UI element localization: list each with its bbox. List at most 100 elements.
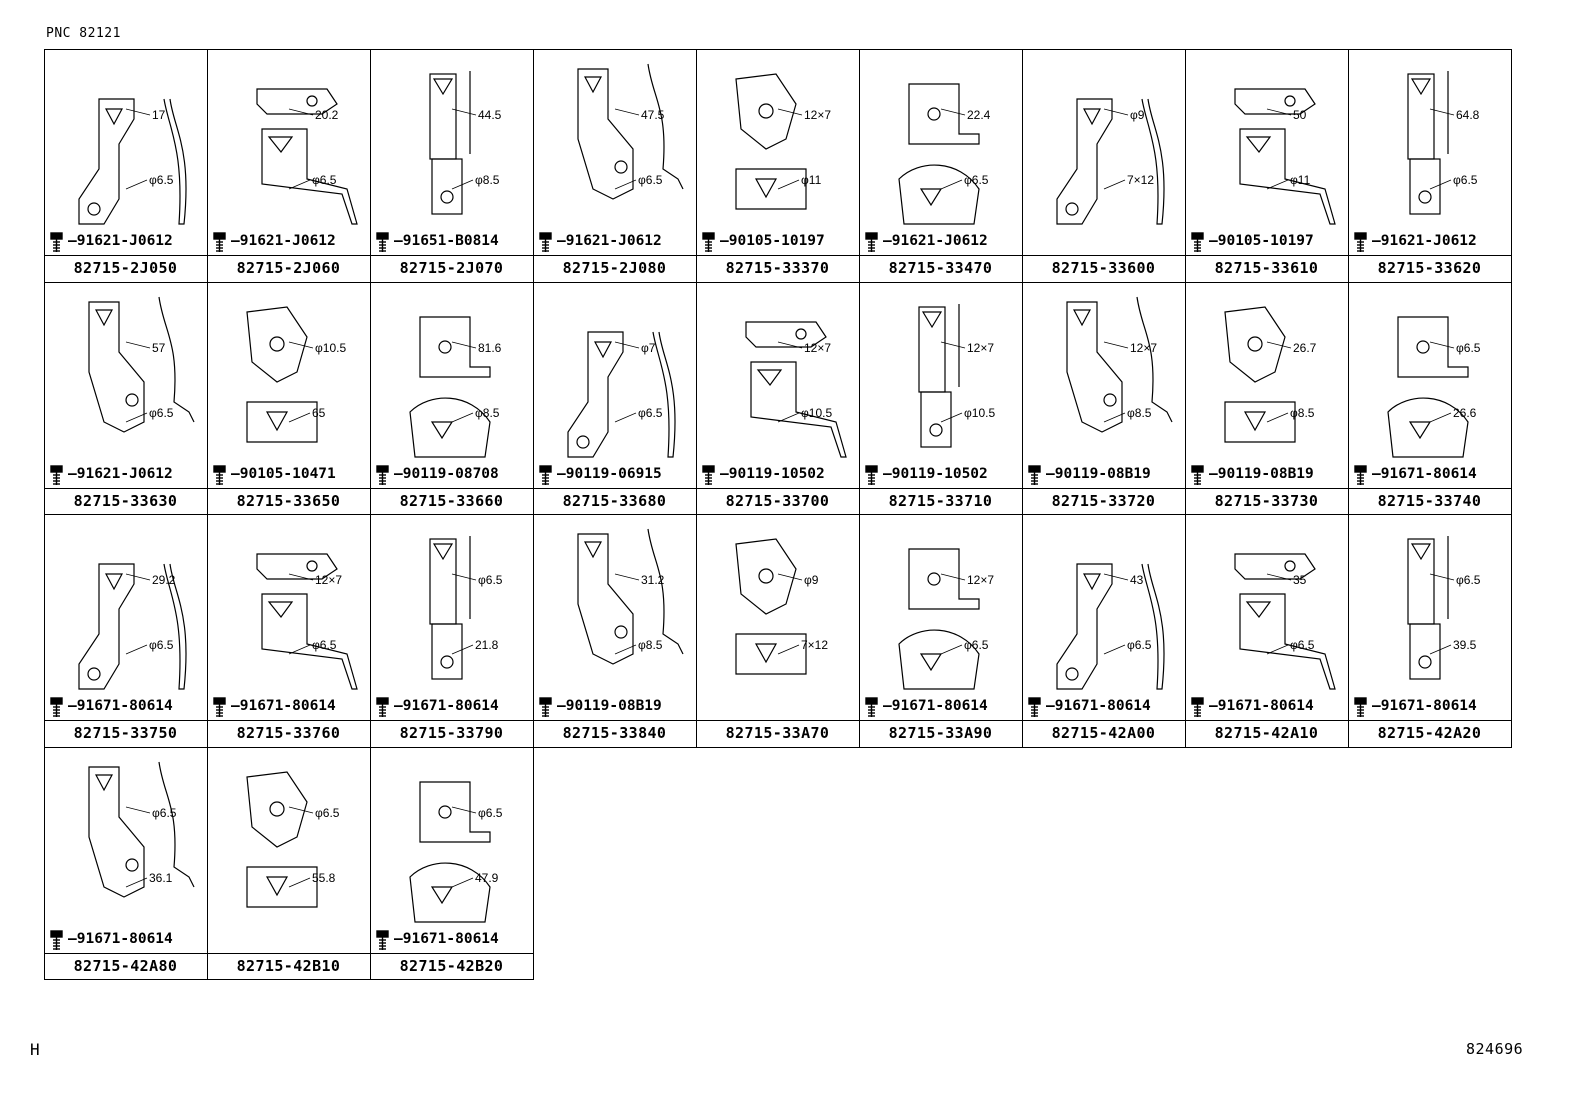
bolt-icon xyxy=(376,697,389,717)
part-number[interactable]: 82715-42A10 xyxy=(1214,724,1319,742)
dimension-label-b: φ6.5 xyxy=(964,638,989,652)
part-number[interactable]: 82715-33660 xyxy=(399,491,504,510)
dimension-label-a: 47.5 xyxy=(641,108,665,122)
grid-line xyxy=(533,281,535,515)
bolt-icon xyxy=(1354,464,1367,485)
part-number[interactable]: 82715-42A80 xyxy=(73,956,178,975)
part-number[interactable]: 82715-33650 xyxy=(236,491,341,510)
part-number[interactable]: 82715-42B10 xyxy=(236,956,341,975)
bolt-icon xyxy=(50,929,63,950)
grid-line xyxy=(44,979,534,981)
grid-line xyxy=(44,281,46,515)
dimension-label-b: φ11 xyxy=(801,173,822,187)
bolt-part-number: —90119-08B19 xyxy=(557,698,662,714)
part-number[interactable]: 82715-33370 xyxy=(725,259,830,277)
grid-line xyxy=(44,952,534,954)
dimension-label-a: φ6.5 xyxy=(1456,573,1481,587)
part-number[interactable]: 82715-33A90 xyxy=(888,724,993,742)
grid-line xyxy=(44,487,1512,489)
part-number[interactable]: 82715-2J070 xyxy=(399,259,504,277)
part-number[interactable]: 82715-33730 xyxy=(1214,491,1319,510)
bolt-callout: —90119-10502 xyxy=(863,464,1021,485)
bolt-part-number: —91621-J0612 xyxy=(68,465,173,482)
dimension-label-a: 29.2 xyxy=(152,573,176,587)
part-number[interactable]: 82715-33600 xyxy=(1051,259,1156,277)
bolt-icon xyxy=(376,464,389,485)
grid-line xyxy=(1348,514,1350,748)
dimension-label-b: φ6.5 xyxy=(1290,638,1315,652)
bolt-callout: —90105-10471 xyxy=(211,464,369,485)
grid-line xyxy=(44,514,1512,516)
part-number[interactable]: 82715-2J080 xyxy=(562,259,667,277)
bolt-part-number: —91651-B0814 xyxy=(394,233,499,249)
bracket-drawing: 47.5φ6.5 xyxy=(577,63,684,200)
grid-line xyxy=(1185,514,1187,748)
bolt-part-number: —91671-80614 xyxy=(68,698,173,714)
part-number[interactable]: 82715-33470 xyxy=(888,259,993,277)
dimension-label-b: φ6.5 xyxy=(638,406,663,420)
part-number[interactable]: 82715-33610 xyxy=(1214,259,1319,277)
part-number[interactable]: 82715-33840 xyxy=(562,724,667,742)
part-number[interactable]: 82715-33680 xyxy=(562,491,667,510)
part-number[interactable]: 82715-33630 xyxy=(73,491,178,510)
part-number[interactable]: 82715-33790 xyxy=(399,724,504,742)
part-number[interactable]: 82715-2J060 xyxy=(236,259,341,277)
part-number[interactable]: 82715-2J050 xyxy=(73,259,178,277)
grid-line xyxy=(44,514,46,748)
part-number[interactable]: 82715-33740 xyxy=(1377,491,1482,510)
dimension-label-a: 12×7 xyxy=(1130,341,1157,355)
bolt-part-number: —90119-08B19 xyxy=(1209,465,1314,482)
bolt-callout: —91671-80614 xyxy=(48,929,206,950)
bracket-drawing: φ6.526.6 xyxy=(1387,315,1481,458)
part-number[interactable]: 82715-33A70 xyxy=(725,724,830,742)
part-number[interactable]: 82715-33720 xyxy=(1051,491,1156,510)
part-number[interactable]: 82715-42A00 xyxy=(1051,724,1156,742)
part-number[interactable]: 82715-33760 xyxy=(236,724,341,742)
bolt-icon xyxy=(865,232,878,252)
grid-line xyxy=(44,720,1512,722)
part-number[interactable]: 82715-42B20 xyxy=(399,956,504,975)
part-number[interactable]: 82715-33620 xyxy=(1377,259,1482,277)
part-number[interactable]: 82715-33700 xyxy=(725,491,830,510)
part-number[interactable]: 82715-42A20 xyxy=(1377,724,1482,742)
dimension-label-a: 26.7 xyxy=(1293,341,1317,355)
dimension-label-b: φ11 xyxy=(1290,173,1311,187)
bolt-icon xyxy=(50,697,63,717)
part-number[interactable]: 82715-33750 xyxy=(73,724,178,742)
bracket-drawing: 81.6φ8.5 xyxy=(409,315,502,458)
part-number[interactable]: 82715-33710 xyxy=(888,491,993,510)
bolt-icon xyxy=(865,464,878,485)
